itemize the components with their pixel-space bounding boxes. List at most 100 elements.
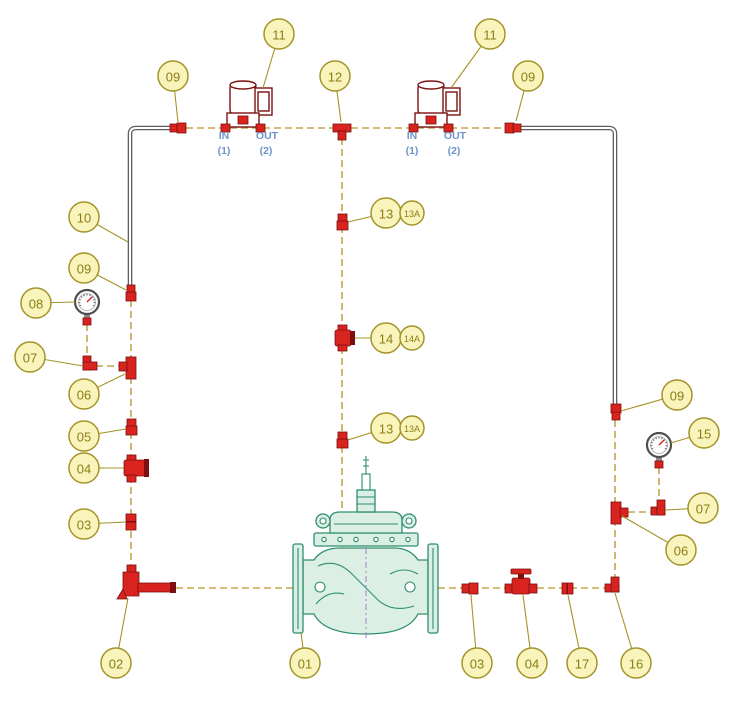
tube-fitting-left	[125, 284, 137, 302]
port-labels-left: IN (1) OUT (2)	[218, 130, 279, 157]
callout-tube-fitting-top-right: 09	[512, 60, 544, 92]
main-valve	[292, 456, 439, 640]
callout-ball-valve-left: 04	[68, 452, 100, 484]
callout-elbow-left: 07	[14, 341, 46, 373]
fitting-bottom	[461, 582, 479, 595]
callout-tube-fitting-top-left: 09	[157, 60, 189, 92]
callout-label: 10	[77, 211, 91, 226]
solenoid-in-port	[220, 123, 231, 133]
callout-solenoid-valve-left: 11	[263, 18, 295, 50]
callout-label: 09	[670, 389, 684, 404]
port-in-label: IN	[407, 130, 418, 142]
callout-label: 09	[166, 70, 180, 85]
elbow-bottom	[604, 576, 620, 593]
valve-handle	[350, 331, 355, 345]
port-out-label: OUT	[256, 130, 279, 142]
ball-valve-left	[123, 454, 149, 483]
callout-label: 11	[483, 28, 497, 43]
valve-port	[404, 581, 416, 593]
callout-label: 16	[629, 657, 643, 672]
callout-label: 13A	[404, 424, 420, 434]
pressure-gauge-right	[645, 431, 673, 469]
callout-label: 07	[23, 351, 37, 366]
callout-center-fitting-lower-alt: 13A	[399, 415, 425, 441]
fitting-left	[125, 418, 138, 436]
callout-label: 06	[77, 388, 91, 403]
solenoid-out-port	[255, 123, 266, 133]
callout-label: 09	[521, 70, 535, 85]
port-out-label: OUT	[444, 130, 467, 142]
callout-tube-fitting-right: 09	[661, 379, 693, 411]
center-fitting-lower	[336, 431, 349, 449]
callout-fitting-left-lower: 03	[68, 508, 100, 540]
callout-ball-valve-bottom: 04	[516, 647, 548, 679]
callout-center-valve-alt: 14A	[399, 325, 425, 351]
valve-handle	[510, 568, 532, 575]
callout-elbow-bottom: 16	[620, 647, 652, 679]
callout-center-fitting-upper-alt: 13A	[399, 200, 425, 226]
port-labels-right: IN (1) OUT (2)	[406, 130, 467, 157]
callout-label: 14A	[404, 334, 420, 344]
port-in-number: (1)	[406, 145, 419, 157]
elbow-left	[82, 355, 98, 371]
callout-label: 13A	[404, 209, 420, 219]
tube-fitting-right	[610, 403, 622, 421]
valve-bonnet	[313, 532, 419, 547]
port-in-label: IN	[219, 130, 230, 142]
valve-handle	[144, 459, 149, 477]
elbow-right	[650, 499, 666, 516]
callout-tee-top: 12	[319, 60, 351, 92]
gauge-needle	[658, 439, 665, 446]
ball-valve-bottom	[504, 568, 538, 595]
solenoid-in-port	[408, 123, 419, 133]
callout-label: 13	[379, 422, 393, 437]
tube-fitting-top-left	[169, 122, 187, 134]
fitting-left-lower	[125, 513, 137, 531]
callout-pressure-gauge-left: 08	[20, 287, 52, 319]
callout-label: 02	[109, 657, 123, 672]
tube-fitting-top-right	[504, 122, 522, 134]
solenoid-out-port	[443, 123, 454, 133]
pressure-gauge-left	[73, 288, 101, 326]
callout-label: 04	[77, 462, 91, 477]
callout-label: 17	[575, 657, 589, 672]
callout-label: 07	[696, 502, 710, 517]
callout-fitting-left: 05	[68, 420, 100, 452]
valve-port	[314, 581, 326, 593]
bonnet-bolts	[321, 536, 411, 543]
callout-label: 15	[697, 427, 711, 442]
callout-label: 01	[298, 657, 312, 672]
callout-center-valve: 14	[370, 322, 402, 354]
tubing-left	[127, 125, 171, 286]
solenoid-valve-left	[220, 80, 273, 133]
callout-elbow-right: 07	[687, 492, 719, 524]
callout-label: 04	[525, 657, 539, 672]
valve-cover	[329, 511, 403, 534]
callout-strainer: 02	[100, 647, 132, 679]
callout-label: 03	[470, 657, 484, 672]
callout-label: 09	[77, 262, 91, 277]
tee-left	[118, 356, 137, 380]
callout-center-fitting-upper: 13	[370, 197, 402, 229]
callout-label: 11	[272, 28, 286, 43]
strainer	[116, 564, 176, 600]
callout-pressure-gauge-right: 15	[688, 417, 720, 449]
callout-tubing-left: 10	[68, 201, 100, 233]
tubing-right	[521, 125, 618, 405]
callout-label: 13	[379, 207, 393, 222]
callout-label: 06	[674, 544, 688, 559]
callout-tube-fitting-left: 09	[68, 252, 100, 284]
port-out-number: (2)	[448, 145, 461, 157]
callout-label: 03	[77, 518, 91, 533]
tee-top	[332, 123, 352, 141]
callout-solenoid-valve-right: 11	[474, 18, 506, 50]
center-valve	[334, 324, 355, 352]
callout-fitting-bottom: 03	[461, 647, 493, 679]
port-in-number: (1)	[218, 145, 231, 157]
callout-tee-right: 06	[665, 534, 697, 566]
valve-actuator	[356, 489, 376, 513]
callout-label: 08	[29, 297, 43, 312]
callout-center-fitting-lower: 13	[370, 412, 402, 444]
